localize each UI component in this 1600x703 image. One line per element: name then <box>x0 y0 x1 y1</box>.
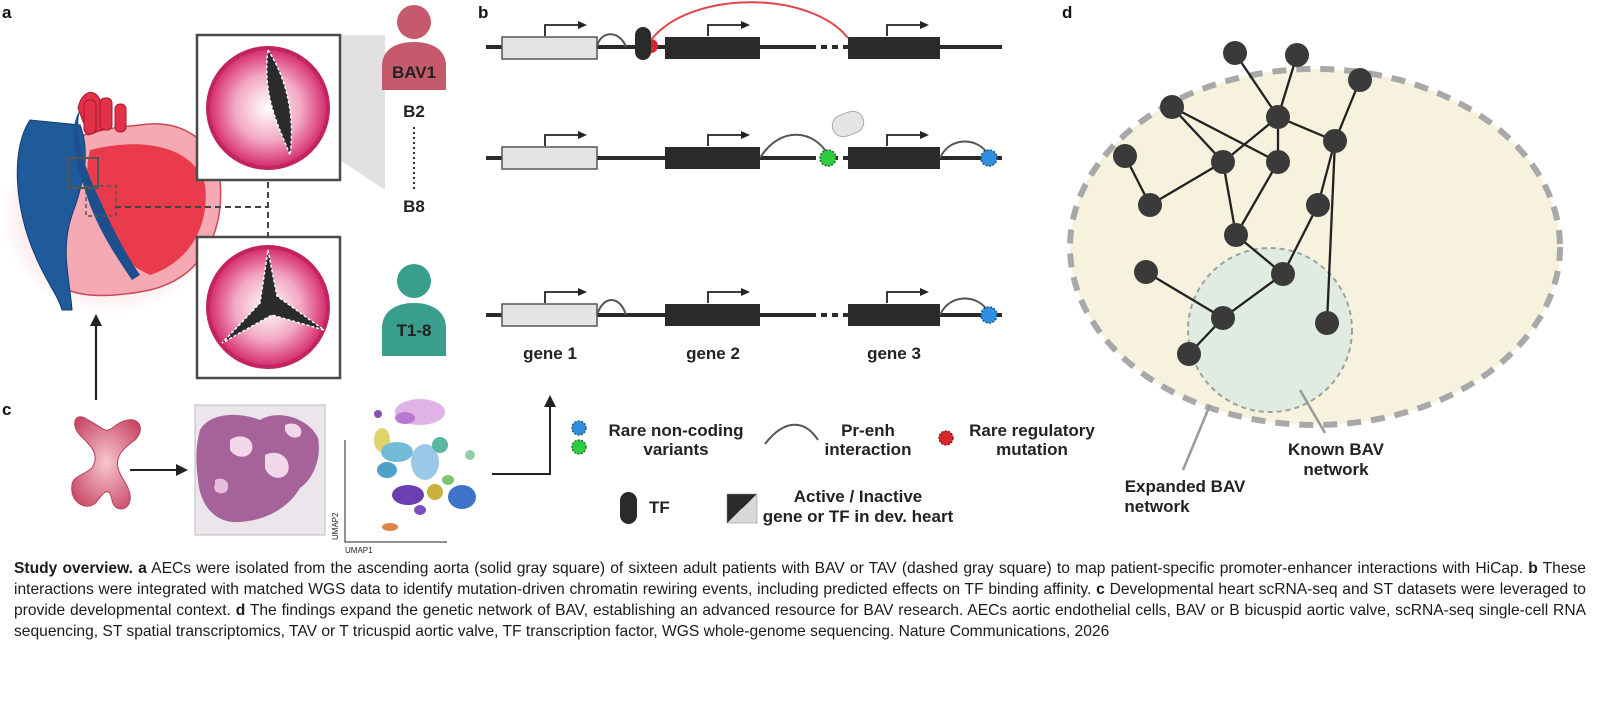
network-diagram: Expanded BAV network Known BAV network <box>1067 41 1563 516</box>
caption-letter-b: b <box>1528 560 1538 577</box>
expanded-network-label-line2: network <box>1124 497 1190 516</box>
caption-letter-d: d <box>235 602 246 619</box>
active-inactive-icon <box>726 493 758 524</box>
tav-patient-icon: T1-8 <box>382 264 446 356</box>
legend-rare-variants-line2: variants <box>643 440 708 459</box>
range-end-label: B8 <box>403 197 425 216</box>
developing-heart-icon <box>71 416 141 510</box>
legend-rare-variants-line1: Rare non-coding <box>608 421 743 440</box>
bav-patient-icon: BAV1 <box>382 5 446 90</box>
bav-patient-label: BAV1 <box>392 63 436 82</box>
caption-text-b: These interactions were integrated with … <box>14 560 1586 598</box>
legend-active-line2: gene or TF in dev. heart <box>763 507 954 526</box>
legend-tf: TF <box>649 498 670 517</box>
legend-pr-enh-line2: interaction <box>825 440 912 459</box>
caption-text-a: AECs were isolated from the ascending ao… <box>151 560 1524 577</box>
legend-rare-regulatory-line1: Rare regulatory <box>969 421 1095 440</box>
panel-letter-b: b <box>478 3 488 22</box>
gene-label-1: gene 1 <box>523 344 577 363</box>
bav-valve-box <box>195 33 385 190</box>
chromatin-row-3 <box>486 288 1002 327</box>
caption-text-d: The findings expand the genetic network … <box>14 602 1586 640</box>
figure-caption: Study overview. a AECs were isolated fro… <box>14 558 1586 642</box>
chromatin-row-2 <box>486 110 1002 170</box>
chromatin-row-1 <box>486 1 1002 60</box>
gene-label-3: gene 3 <box>867 344 921 363</box>
panel-letter-a: a <box>2 3 12 22</box>
expanded-network-label-line1: Expanded BAV <box>1125 477 1246 496</box>
legend-active-line1: Active / Inactive <box>794 487 923 506</box>
tissue-section-image <box>194 404 326 536</box>
dashed-sample-square <box>85 185 117 217</box>
tav-valve-box <box>195 235 342 380</box>
tav-patient-label: T1-8 <box>397 321 432 340</box>
study-overview-figure: a BAV1 B2 B8 T1-8 <box>0 1 1563 555</box>
gene-label-2: gene 2 <box>686 344 740 363</box>
caption-letter-c: c <box>1096 581 1105 598</box>
legend-pr-enh-line1: Pr-enh <box>841 421 895 440</box>
caption-text-c: Developmental heart scRNA-seq and ST dat… <box>14 581 1586 619</box>
panel-letter-c: c <box>2 400 11 419</box>
tf-icon <box>620 492 637 524</box>
panel-letter-d: d <box>1062 3 1072 22</box>
umap-y-label: UMAP2 <box>331 512 340 540</box>
known-network-label-line2: network <box>1303 460 1369 479</box>
range-start-label: B2 <box>403 102 425 121</box>
umap-plot: UMAP1 UMAP2 <box>331 399 476 555</box>
aorta-sample-square <box>67 157 99 189</box>
legend-rare-regulatory-line2: mutation <box>996 440 1068 459</box>
known-network-area <box>1187 247 1353 413</box>
known-network-label-line1: Known BAV <box>1288 440 1385 459</box>
umap-x-label: UMAP1 <box>345 546 373 555</box>
heart-illustration <box>0 92 222 315</box>
legend: Rare non-coding variants Pr-enh interact… <box>571 420 1095 526</box>
caption-title: Study overview. <box>14 560 133 577</box>
caption-letter-a: a <box>138 560 147 577</box>
